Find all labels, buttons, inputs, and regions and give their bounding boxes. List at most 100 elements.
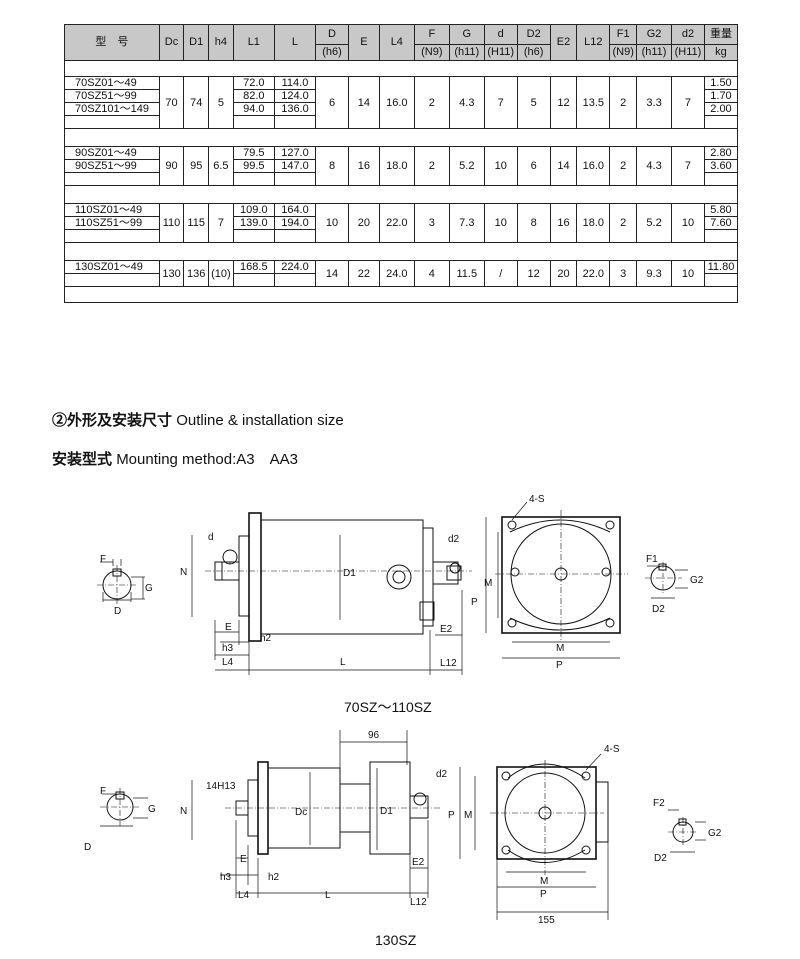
section-mounting-title: 安装型式 Mounting method:A3 AA3 (52, 448, 298, 469)
section-mounting-en: Mounting method:A3 AA3 (116, 451, 298, 468)
cell-weight: 2.80 (703, 146, 739, 160)
caption-130sz: 130SZ (375, 932, 417, 948)
cell-weight: 7.60 (703, 216, 739, 230)
cell-d: 10 (483, 146, 518, 186)
header-f1: F1 (609, 24, 638, 45)
label-n: N (180, 567, 187, 578)
cell-g: 11.5 (448, 260, 485, 287)
cell-l1: 99.5 (232, 159, 275, 173)
cell-h4: 6.5 (208, 146, 234, 186)
spec-table: 型 号 Dc D1 h4 L1 L D E L4 F G d D2 E2 L12… (64, 24, 739, 303)
spacer-row (64, 60, 738, 77)
header-g-tol: (h11) (448, 44, 485, 61)
cell-l: 194.0 (273, 216, 317, 230)
label-e-2: E (240, 854, 247, 865)
label-p-bottom-2: P (540, 889, 547, 900)
cell-weight: 1.70 (703, 89, 739, 103)
label-g2: G2 (690, 575, 704, 586)
header-d2-tol: (h6) (516, 44, 551, 61)
label-m-bottom-2: M (540, 876, 548, 887)
cell-l1 (232, 229, 275, 243)
cell-f: 2 (413, 146, 450, 186)
cell-d: 10 (483, 203, 518, 243)
cell-weight (703, 172, 739, 186)
cell-l4: 16.0 (378, 76, 415, 129)
cell-e2: 14 (549, 146, 578, 186)
header-weight: 重量 (703, 24, 739, 45)
cell-l12: 18.0 (576, 203, 611, 243)
cell-l12: 22.0 (576, 260, 611, 287)
spacer-row (64, 128, 738, 147)
label-f1: F1 (646, 554, 658, 565)
cell-e: 14 (347, 76, 380, 129)
section-outline-title: ②外形及安装尺寸 Outline & installation size (52, 409, 344, 430)
cell-l1 (232, 273, 275, 287)
shaft-section-1 (97, 559, 145, 605)
cell-l: 147.0 (273, 159, 317, 173)
cell-d2: 10 (671, 203, 705, 243)
table-row (64, 273, 739, 287)
cell-dc: 70 (158, 76, 185, 129)
cell-g: 4.3 (448, 76, 485, 129)
cell-weight (703, 229, 739, 243)
cell-g2: 5.2 (636, 203, 673, 243)
spacer-cell (64, 286, 738, 303)
cell-l1: 139.0 (232, 216, 275, 230)
header-weight-unit: kg (703, 44, 739, 61)
label-4s-2: 4-S (604, 744, 620, 755)
model-cell: 110SZ51～99 (64, 216, 160, 230)
label-p: P (471, 597, 478, 608)
label-l-2: L (325, 890, 331, 901)
label-h3: h3 (222, 643, 234, 654)
header-l: L (273, 24, 317, 61)
header-l12: L12 (576, 24, 611, 61)
model-cell: 90SZ01～49 (64, 146, 160, 160)
motor-side-view-2 (191, 730, 440, 898)
model-cell: 70SZ51～99 (64, 89, 160, 103)
label-h2: h2 (260, 633, 272, 644)
label-g: G (145, 583, 153, 594)
model-cell: 130SZ01～49 (64, 260, 160, 274)
label-l: L (340, 657, 346, 668)
label-l4: L4 (222, 657, 234, 668)
label-e2: E2 (440, 624, 453, 635)
cell-l12: 13.5 (576, 76, 611, 129)
cell-weight: 11.80 (703, 260, 739, 274)
cell-l1: 168.5 (232, 260, 275, 274)
label-g2-2: G2 (708, 828, 722, 839)
cell-weight: 2.00 (703, 102, 739, 116)
header-l4: L4 (378, 24, 415, 61)
label-h3-2: h3 (220, 872, 232, 883)
spacer-row (64, 185, 738, 204)
cell-d: 10 (315, 203, 349, 243)
header-d: D (315, 24, 349, 45)
cell-weight (703, 115, 739, 129)
spacer-row (64, 242, 738, 261)
cell-g: 5.2 (448, 146, 485, 186)
cell-d2: 7 (671, 146, 705, 186)
header-g2-tol: (h11) (636, 44, 673, 61)
model-cell: 90SZ51～99 (64, 159, 160, 173)
label-h2-2: h2 (268, 872, 280, 883)
cell-f: 3 (413, 203, 450, 243)
shaft-section-4 (668, 809, 706, 853)
section-mounting-cn: 安装型式 (52, 451, 113, 468)
label-n-2: N (180, 806, 187, 817)
cell-d2: 10 (671, 260, 705, 287)
label-d-2: D (84, 842, 91, 853)
label-m-bottom: M (556, 643, 564, 654)
cell-l12: 16.0 (576, 146, 611, 186)
cell-f1: 3 (609, 260, 638, 287)
header-f: F (413, 24, 450, 45)
spacer-cell (64, 185, 738, 204)
cell-l1: 94.0 (232, 102, 275, 116)
cell-l1: 79.5 (232, 146, 275, 160)
cell-g: 7.3 (448, 203, 485, 243)
spacer-cell (64, 242, 738, 261)
cell-weight (703, 273, 739, 287)
header-f1-tol: (N9) (609, 44, 638, 61)
cell-d2: 6 (516, 146, 551, 186)
header-h4: h4 (208, 24, 234, 61)
label-d: D (114, 606, 121, 617)
